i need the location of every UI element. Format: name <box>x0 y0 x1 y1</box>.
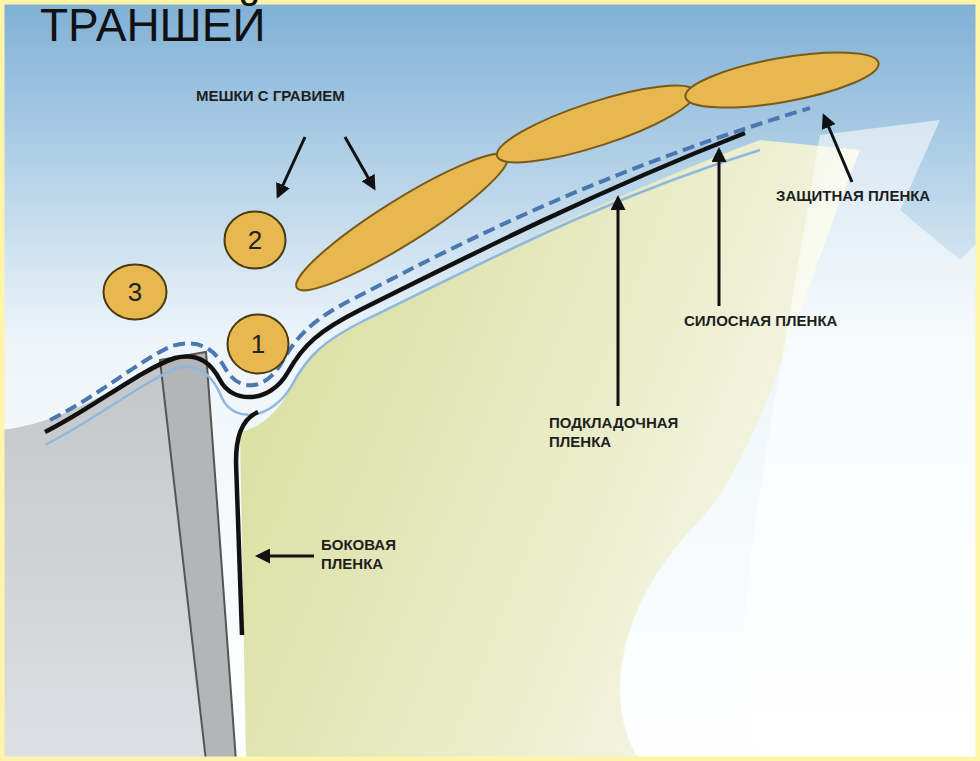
gravel-bag <box>490 71 701 177</box>
gravel-bag <box>682 41 883 118</box>
bag-shape <box>104 265 167 320</box>
part-label: СИЛОСНАЯ ПЛЕНКА <box>684 311 837 330</box>
part-label: ПОДКЛАДОЧНАЯ ПЛЕНКА <box>549 413 699 451</box>
underlay-film <box>45 150 760 445</box>
haze <box>744 120 980 761</box>
part-label: МЕШКИ С ГРАВИЕМ <box>196 86 345 105</box>
gravel-bag <box>285 138 519 307</box>
leader-arrow <box>278 137 305 196</box>
callout-number: 1 <box>251 329 265 360</box>
side-film <box>236 412 258 635</box>
heading: ТРАНШЕЙ <box>40 0 266 50</box>
protective-film <box>50 108 810 420</box>
part-label: БОКОВАЯ ПЛЕНКА <box>321 535 421 573</box>
leader-arrow <box>345 137 374 188</box>
gravel-bag-circle: 3 <box>102 263 168 321</box>
leader-arrow <box>824 116 852 182</box>
callout-number: 2 <box>248 225 262 256</box>
callout-number: 3 <box>128 277 142 308</box>
bag-shape <box>228 315 289 374</box>
leader-arrow <box>718 150 721 306</box>
bag-shape <box>225 212 286 269</box>
gravel-bag-circle: 2 <box>223 210 287 270</box>
concrete-wall <box>160 352 236 761</box>
gravel-bag-circle: 1 <box>226 313 290 375</box>
leader-arrow <box>258 555 314 558</box>
leader-arrow <box>617 198 620 406</box>
part-label: ЗАЩИТНАЯ ПЛЕНКА <box>776 186 930 205</box>
silage-film <box>45 133 745 432</box>
